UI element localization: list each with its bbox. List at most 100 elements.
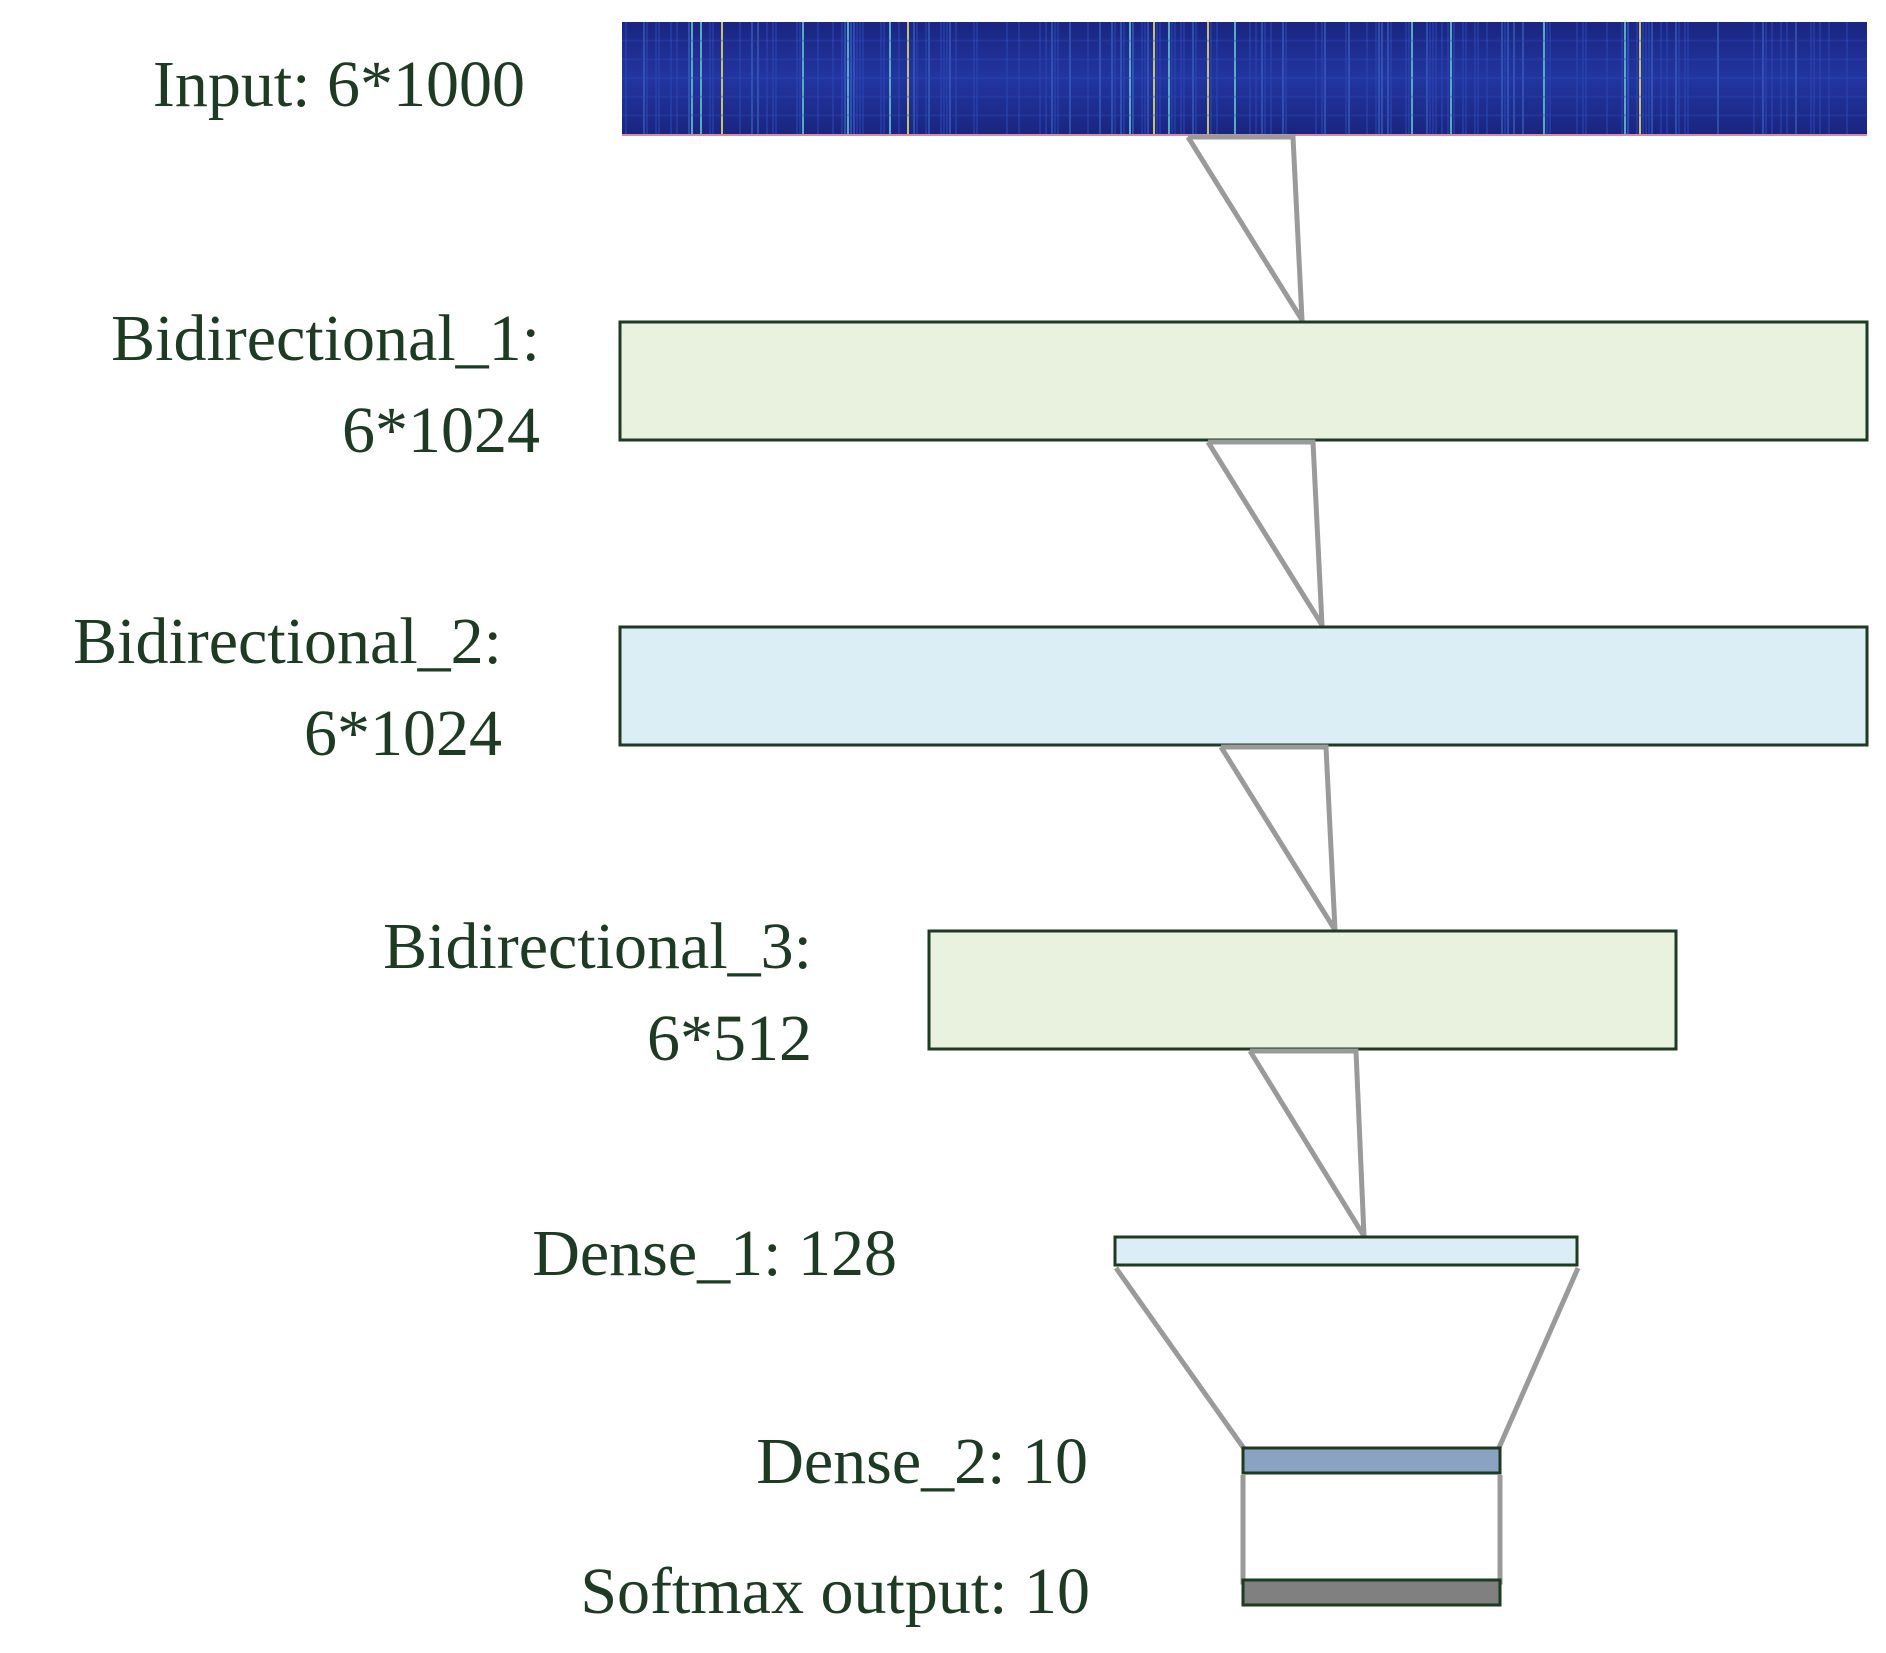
bidirectional-1-label-shape: 6*1024 (342, 394, 540, 467)
heatmap-stripe (1675, 22, 1677, 134)
heatmap-stripe (1678, 22, 1680, 134)
heatmap-stripe (1687, 22, 1689, 134)
heatmap-stripe (1147, 22, 1149, 134)
heatmap-stripe (1120, 22, 1122, 134)
heatmap-stripe (1234, 22, 1236, 134)
heatmap-stripe (1819, 22, 1821, 134)
heatmap-stripe (1411, 22, 1413, 134)
heatmap-stripe (1813, 22, 1815, 134)
heatmap-stripe (853, 22, 855, 134)
heatmap-stripe (1249, 22, 1251, 134)
heatmap-stripe (739, 22, 741, 134)
heatmap-stripe (1465, 22, 1467, 134)
heatmap-stripe (916, 22, 918, 134)
heatmap-stripe (943, 22, 945, 134)
heatmap-stripe (1069, 22, 1071, 134)
heatmap-stripe (1585, 22, 1587, 134)
heatmap-stripe (1348, 22, 1350, 134)
heatmap-stripe (1435, 22, 1437, 134)
heatmap-stripe (658, 22, 660, 134)
heatmap-stripe (1099, 22, 1101, 134)
heatmap-stripe (1771, 22, 1773, 134)
heatmap-stripe (1501, 22, 1503, 134)
heatmap-stripe (1543, 22, 1545, 134)
bidirectional-2-box (618, 625, 1869, 747)
heatmap-stripe (1270, 22, 1272, 134)
connector-dense-1-to-dense-2 (1113, 1266, 1581, 1453)
heatmap-stripe (1045, 22, 1047, 134)
heatmap-stripe (949, 22, 951, 134)
heatmap-stripe (1786, 22, 1788, 134)
heatmap-stripe (1441, 22, 1443, 134)
heatmap-stripe (928, 22, 930, 134)
heatmap-stripe (1180, 22, 1182, 134)
heatmap-stripe (889, 22, 891, 134)
heatmap-stripe (1366, 22, 1368, 134)
heatmap-stripe (646, 22, 648, 134)
heatmap-stripe (1153, 22, 1155, 134)
heatmap-stripe (1375, 22, 1377, 134)
heatmap-stripe (1645, 22, 1647, 134)
softmax-output-box (1241, 1578, 1502, 1607)
heatmap-stripe (1006, 22, 1008, 134)
heatmap-stripe (1171, 22, 1173, 134)
heatmap-stripe (946, 22, 948, 134)
heatmap-stripe (1462, 22, 1464, 134)
heatmap-stripe (1408, 22, 1410, 134)
heatmap-stripe (1285, 22, 1287, 134)
heatmap-stripe (1795, 22, 1797, 134)
bidirectional-1-box (618, 320, 1869, 442)
heatmap-stripe (1621, 22, 1623, 134)
heatmap-stripe (973, 22, 975, 134)
connector-input-to-bidirectional-1 (1185, 134, 1305, 330)
heatmap-stripe (709, 22, 711, 134)
heatmap-stripe (1168, 22, 1170, 134)
heatmap-stripe (1432, 22, 1434, 134)
heatmap-stripe (1378, 22, 1380, 134)
heatmap-stripe (700, 22, 702, 134)
heatmap-stripe (1549, 22, 1551, 134)
heatmap-stripe (1087, 22, 1089, 134)
heatmap-stripe (655, 22, 657, 134)
bidirectional-3-box (927, 929, 1678, 1051)
heatmap-stripe (862, 22, 864, 134)
heatmap-stripe (1429, 22, 1431, 134)
dense-2-label: Dense_2: 10 (756, 1425, 1088, 1498)
heatmap-stripe (1639, 22, 1641, 134)
heatmap-stripe (1123, 22, 1125, 134)
heatmap-stripe (1132, 22, 1134, 134)
heatmap-stripe (1039, 22, 1041, 134)
heatmap-stripe (1282, 22, 1284, 134)
heatmap-stripe (847, 22, 849, 134)
dense-2-box (1241, 1446, 1502, 1475)
heatmap-stripe (1474, 22, 1476, 134)
heatmap-stripe (1453, 22, 1455, 134)
heatmap-stripe (1513, 22, 1515, 134)
heatmap-stripe (625, 22, 627, 134)
heatmap-stripe (880, 22, 882, 134)
bidirectional-1-label-name: Bidirectional_1: (111, 302, 540, 375)
heatmap-stripe (766, 22, 768, 134)
heatmap-row-band (622, 39, 1867, 42)
heatmap-stripe (1324, 22, 1326, 134)
heatmap-stripe (1810, 22, 1812, 134)
heatmap-stripe (1195, 22, 1197, 134)
heatmap-stripe (1636, 22, 1638, 134)
input-heatmap (622, 22, 1867, 136)
heatmap-row-band (622, 95, 1867, 98)
connector-bidirectional-2-to-bidirectional-3 (1218, 744, 1338, 940)
bidirectional-2-label-name: Bidirectional_2: (73, 605, 502, 678)
heatmap-stripe (940, 22, 942, 134)
heatmap-stripe (1405, 22, 1407, 134)
connector-bidirectional-3-to-dense-1 (1247, 1048, 1367, 1246)
heatmap-stripe (883, 22, 885, 134)
heatmap-stripe (1765, 22, 1767, 134)
heatmap-stripe (1648, 22, 1650, 134)
heatmap-stripe (1159, 22, 1161, 134)
heatmap-stripe (1216, 22, 1218, 134)
heatmap-stripe (751, 22, 753, 134)
heatmap-stripe (721, 22, 723, 134)
heatmap-stripe (1141, 22, 1143, 134)
heatmap-stripe (1486, 22, 1488, 134)
heatmap-stripe (1051, 22, 1053, 134)
